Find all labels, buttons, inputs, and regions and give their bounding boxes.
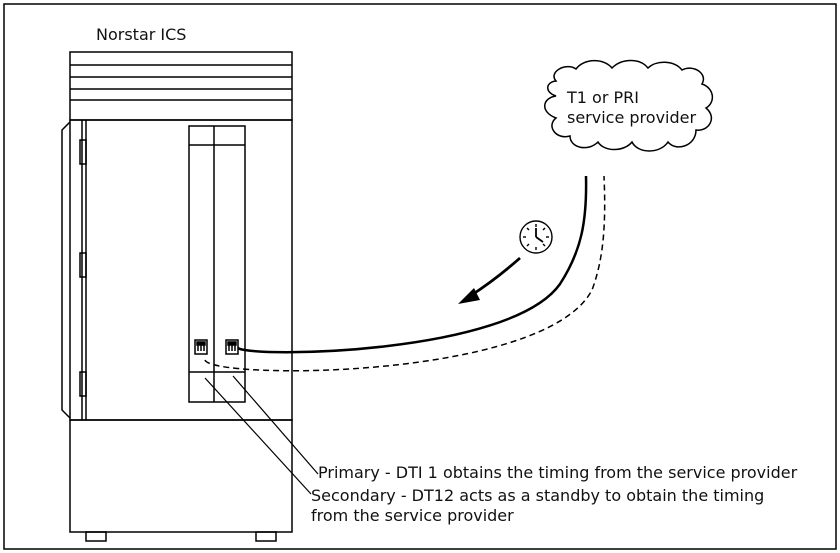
secondary-callout-line2: from the service provider [311,506,514,525]
cloud-label-line1: T1 or PRI [567,88,639,107]
connector-dti2 [194,339,208,355]
clock-icon [519,220,553,254]
service-provider-cloud [544,59,714,152]
primary-callout: Primary - DTI 1 obtains the timing from … [318,463,798,482]
timing-direction-arrow [458,256,521,304]
cloud-label-line2: service provider [567,108,697,127]
cabinet-top [69,51,293,121]
secondary-line [204,175,606,372]
secondary-callout: Secondary - DT12 acts as a standby to ob… [311,486,764,526]
cabinet-body [69,119,293,421]
cabinet-door [61,121,87,419]
figure-border [3,3,837,550]
primary-line [237,175,588,354]
connector-dti1 [225,339,239,355]
callout-leaders [204,375,319,495]
secondary-callout-line1: Secondary - DT12 acts as a standby to ob… [311,486,765,505]
system-label: Norstar ICS [96,25,187,44]
cloud-label: T1 or PRI service provider [567,88,696,128]
cabinet-base [69,419,293,542]
card-slots [188,125,246,403]
